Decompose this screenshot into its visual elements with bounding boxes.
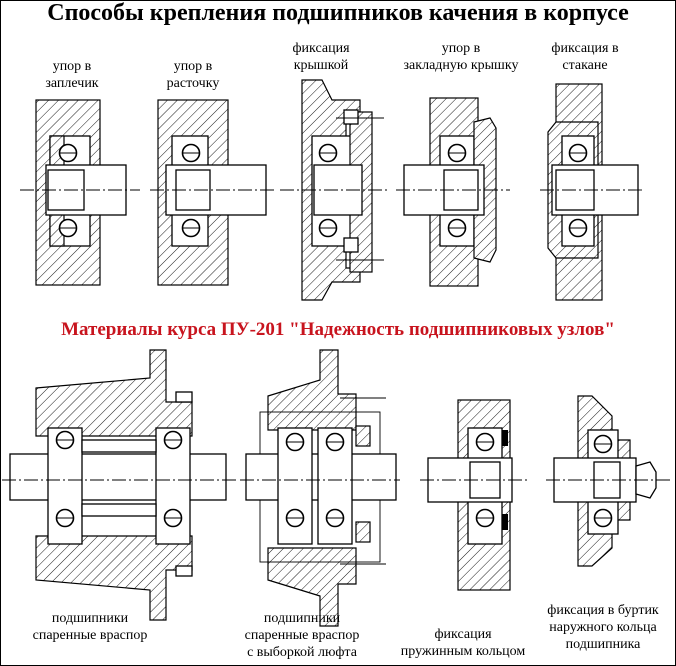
drawing-shoulder-stop	[20, 99, 140, 286]
drawing-outer-ring-flange	[546, 395, 670, 567]
drawing-spring-ring	[420, 399, 530, 591]
drawing-bore-stop	[150, 99, 275, 286]
drawing-paired-preload	[2, 349, 236, 621]
main-title: Способы крепления подшипников качения в …	[47, 0, 629, 26]
drawing-sleeve-fixation	[540, 83, 645, 301]
drawing-cover-fixation	[280, 79, 390, 301]
course-subtitle: Материалы курса ПУ-201 "Надежность подши…	[61, 319, 615, 340]
drawing-paired-backlash	[240, 349, 400, 627]
drawing-inset-cover-stop	[396, 97, 510, 287]
